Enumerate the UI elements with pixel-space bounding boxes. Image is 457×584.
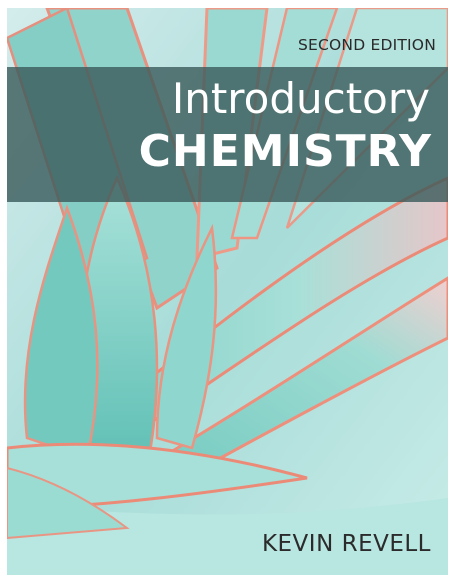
title-band bbox=[7, 67, 448, 202]
edition-label: SECOND EDITION bbox=[297, 36, 436, 54]
book-cover: SECOND EDITION Introductory CHEMISTRY KE… bbox=[7, 8, 448, 575]
title-line-introductory: Introductory bbox=[171, 74, 430, 123]
title-line-chemistry: CHEMISTRY bbox=[138, 126, 432, 177]
author-name: KEVIN REVELL bbox=[261, 531, 431, 557]
